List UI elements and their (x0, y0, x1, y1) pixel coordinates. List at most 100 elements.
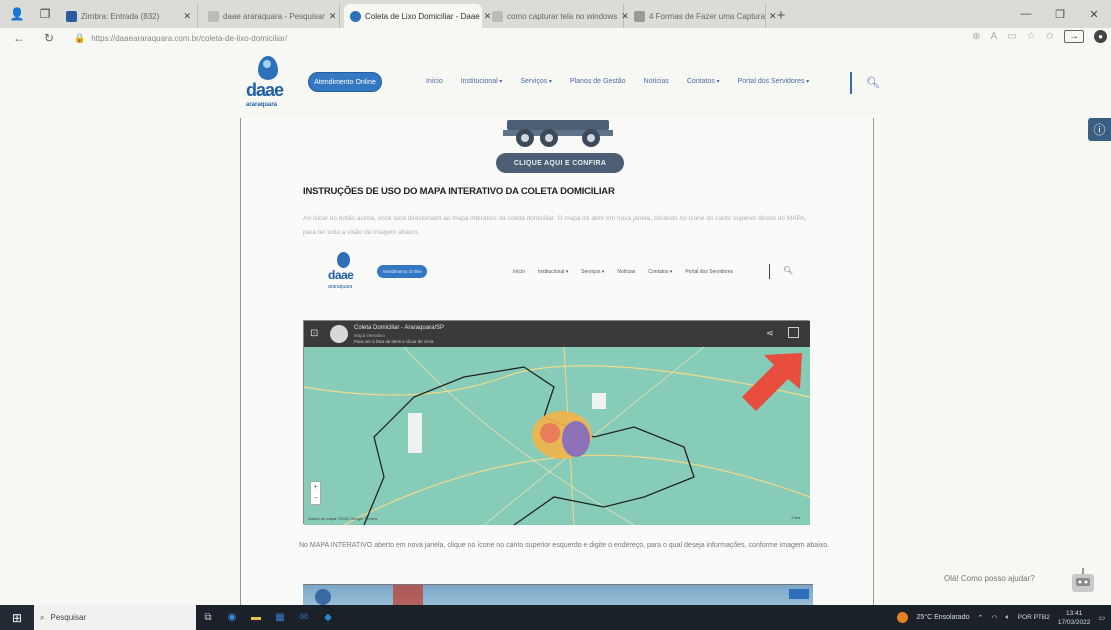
mini-nav-item: Portal dos Servidores (685, 269, 734, 275)
second-map-preview (303, 584, 813, 609)
nav-inicio[interactable]: Início (426, 78, 443, 85)
tab-label: Coleta de Lixo Domiciliar - Daae (365, 11, 480, 21)
map-menu-icon: ⊡ (310, 328, 319, 339)
water-drop-icon (337, 252, 350, 268)
truck-image (503, 120, 613, 147)
instructions-paragraph-2: No MAPA INTERATIVO aberto em nova janela… (299, 542, 830, 549)
url-field[interactable]: 🔒 https://daaeararaquara.com.br/coleta-d… (74, 33, 287, 44)
mini-nav-item: Contatos ▾ (648, 269, 673, 275)
chatbot-icon[interactable] (1068, 566, 1098, 596)
map-header-bar: ⊡ Coleta Domiciliar - Araraquara/SP Mapa… (304, 321, 810, 347)
taskbar-search-placeholder: Pesquisar (50, 613, 87, 622)
logo-word: daae (246, 80, 284, 100)
reload-icon[interactable]: ↻ (43, 31, 55, 45)
daae-favicon (350, 10, 361, 22)
close-window-icon[interactable]: ✕ (1089, 8, 1099, 21)
clock-time: 13:41 (1065, 609, 1083, 617)
map-title: Coleta Domiciliar - Araraquara/SP (354, 325, 445, 331)
sidebar-arrow-icon[interactable]: → (1064, 30, 1084, 43)
nav-institucional[interactable]: Institucional (461, 78, 503, 85)
map-link: Para ver a lista de itens e clicar de ci… (354, 339, 434, 344)
red-arrow-icon (742, 353, 802, 411)
nav-servicos[interactable]: Serviços (520, 78, 552, 85)
extension-icon[interactable]: ⊕ (972, 31, 981, 42)
minimize-icon[interactable]: — (1020, 8, 1032, 20)
nav-contatos[interactable]: Contatos (687, 78, 720, 85)
clock[interactable]: 13:41 17/03/2022 (1058, 609, 1091, 627)
notifications-icon[interactable]: ▭ (1098, 614, 1105, 622)
url-text: https://daaeararaquara.com.br/coleta-de-… (91, 33, 288, 43)
share-icon: ⋖ (766, 328, 774, 338)
inner-site-header-screenshot: daae araraquara Atendimento Online Iníci… (321, 248, 801, 298)
chat-help-text[interactable]: Olá! Como posso ajudar? (944, 574, 1035, 583)
edge-icon[interactable]: ◉ (227, 612, 237, 623)
tab-zimbra[interactable]: Zimbra: Entrada (832) ✕ (60, 4, 198, 28)
browser-tab-bar: 👤 ❐ Zimbra: Entrada (832) ✕ daae araraqu… (0, 0, 1111, 28)
address-actions: ⊕ A ▭ ☆ ✩ → ● (972, 30, 1107, 43)
tray-chevron-icon[interactable]: ⌃ (977, 614, 984, 622)
task-view-icon[interactable]: ⧉ (204, 612, 212, 623)
window-controls: — ❐ ✕ (1009, 0, 1111, 28)
tab-label: daae araraquara - Pesquisar (223, 11, 325, 21)
tab-formas[interactable]: 4 Formas de Fazer uma Captura ✕ (628, 4, 777, 28)
zimbra-icon (66, 10, 77, 22)
taskbar-search[interactable]: ⌕ Pesquisar (34, 605, 196, 630)
interactive-map-screenshot: ⊡ Coleta Domiciliar - Araraquara/SP Mapa… (303, 320, 811, 526)
maximize-icon[interactable]: ❐ (1055, 8, 1065, 21)
new-tab-button[interactable]: + (776, 6, 786, 24)
instructions-paragraph: Ao clicar no botão acima, você será dire… (303, 215, 807, 236)
map-zoom-control: +− (310, 481, 321, 505)
close-icon[interactable]: ✕ (328, 10, 337, 21)
volume-icon[interactable]: 🔈︎ (1005, 613, 1010, 621)
section-title: INSTRUÇÕES DE USO DO MAPA INTERATIVO DA … (303, 186, 615, 197)
lock-icon: 🔒 (74, 32, 86, 43)
map-scale: 2 km (791, 515, 800, 520)
clique-aqui-button[interactable]: CLIQUE AQUI E CONFIRA (496, 153, 624, 173)
back-icon[interactable]: ← (13, 31, 25, 45)
mini-nav: Início Institucional ▾ Serviços ▾ Notíci… (513, 269, 733, 275)
close-icon[interactable]: ✕ (483, 10, 492, 21)
tab-captura[interactable]: como capturar tela no windows ✕ (486, 4, 629, 28)
network-icon[interactable]: ◠ (991, 614, 998, 622)
split-icon[interactable]: ▭ (1007, 31, 1017, 42)
nav-noticias[interactable]: Notícias (643, 78, 669, 85)
file-explorer-icon[interactable]: ▬ (251, 612, 261, 623)
atendimento-online-button[interactable]: Atendimento Online (308, 72, 382, 92)
logo-sub: araraquara (246, 102, 278, 108)
mini-nav-item: Serviços ▾ (581, 269, 605, 275)
teams-icon[interactable]: ◆ (324, 612, 332, 623)
language-indicator[interactable]: POR PTB2 (1017, 614, 1050, 621)
favorite-icon[interactable]: ☆ (1026, 31, 1036, 42)
accessibility-icon[interactable]: ⓘ (1088, 118, 1111, 141)
read-aloud-icon[interactable]: A (990, 31, 998, 42)
store-icon[interactable]: ▦ (275, 612, 285, 623)
mini-daae-logo: daae araraquara (327, 250, 359, 296)
site-favicon (634, 10, 645, 22)
clock-date: 17/03/2022 (1057, 618, 1091, 626)
search-icon[interactable]: 🔍︎ (866, 77, 880, 89)
map-credit: Dados do mapa ©2022 Google Termos (308, 516, 378, 521)
nav-planos[interactable]: Planos de Gestão (569, 78, 626, 85)
mail-icon[interactable]: ✉ (299, 612, 309, 623)
fullscreen-icon (788, 327, 799, 338)
tab-label: 4 Formas de Fazer uma Captura (649, 11, 766, 21)
tab-coleta[interactable]: Coleta de Lixo Domiciliar - Daae ✕ (344, 4, 491, 28)
preview-button (789, 589, 809, 599)
nav-divider (850, 72, 852, 94)
mini-logo-sub: araraquara (328, 284, 353, 290)
weather-text[interactable]: 25°C Ensolarado (916, 614, 970, 621)
windows-taskbar: ⊞ ⌕ Pesquisar ⧉ ◉ ▬ ▦ ✉ ◆ 25°C Ensolarad… (0, 605, 1111, 630)
favorites-bar-icon[interactable]: ✩ (1045, 31, 1054, 42)
map-canvas (303, 346, 811, 526)
daae-logo[interactable]: daae araraquara (244, 54, 292, 114)
close-icon[interactable]: ✕ (621, 10, 629, 21)
tab-search[interactable]: daae araraquara - Pesquisar ✕ (202, 4, 340, 28)
nav-portal-servidores[interactable]: Portal dos Servidores (738, 78, 810, 85)
profile-icon[interactable]: 👤 (9, 7, 25, 21)
account-icon[interactable]: ● (1094, 30, 1107, 43)
windows-start-icon[interactable]: ⊞ (0, 605, 34, 630)
close-icon[interactable]: ✕ (183, 10, 191, 21)
weather-icon (897, 612, 909, 623)
tab-actions-icon[interactable]: ❐ (39, 7, 51, 21)
close-icon[interactable]: ✕ (769, 10, 777, 21)
